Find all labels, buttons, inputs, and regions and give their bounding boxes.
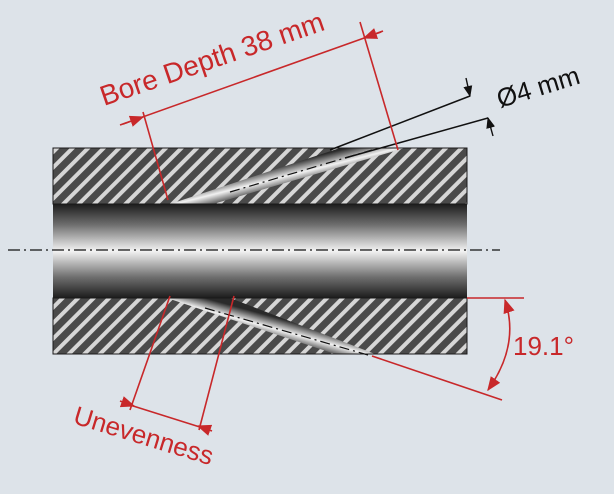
bore-depth-extension-left [142, 111, 169, 201]
unevenness-dimension-line [129, 404, 204, 429]
bore-depth-label: Bore Depth 38 mm [96, 6, 328, 112]
main-bore [53, 204, 467, 298]
unevenness-extension-right [198, 295, 235, 431]
bore-depth-dimension-line [122, 31, 382, 125]
lower-hole-centerline [204, 307, 369, 356]
diameter-extension-lower [344, 117, 489, 159]
unevenness-extension-left [129, 295, 171, 411]
angle-label: 19.1° [513, 331, 574, 361]
diameter-extension-upper [329, 95, 471, 151]
bore-depth-arrow-left [119, 115, 145, 127]
unevenness-arrow-right [196, 424, 213, 436]
angle-extension-line [371, 355, 503, 401]
diameter-arrow-top [463, 77, 473, 98]
angle-arc [487, 298, 515, 392]
unevenness-arrow-left [119, 396, 136, 408]
bore-depth-extension-right [359, 21, 399, 151]
diameter-arrow-bottom [486, 116, 496, 137]
lower-block-outline [52, 297, 468, 355]
upper-angled-hole [170, 148, 405, 204]
bore-depth-arrow-right [362, 28, 384, 39]
upper-block-outline [52, 147, 468, 205]
unevenness-label: Unevenness [70, 400, 217, 471]
diameter-label: Ø4 mm [493, 60, 583, 114]
